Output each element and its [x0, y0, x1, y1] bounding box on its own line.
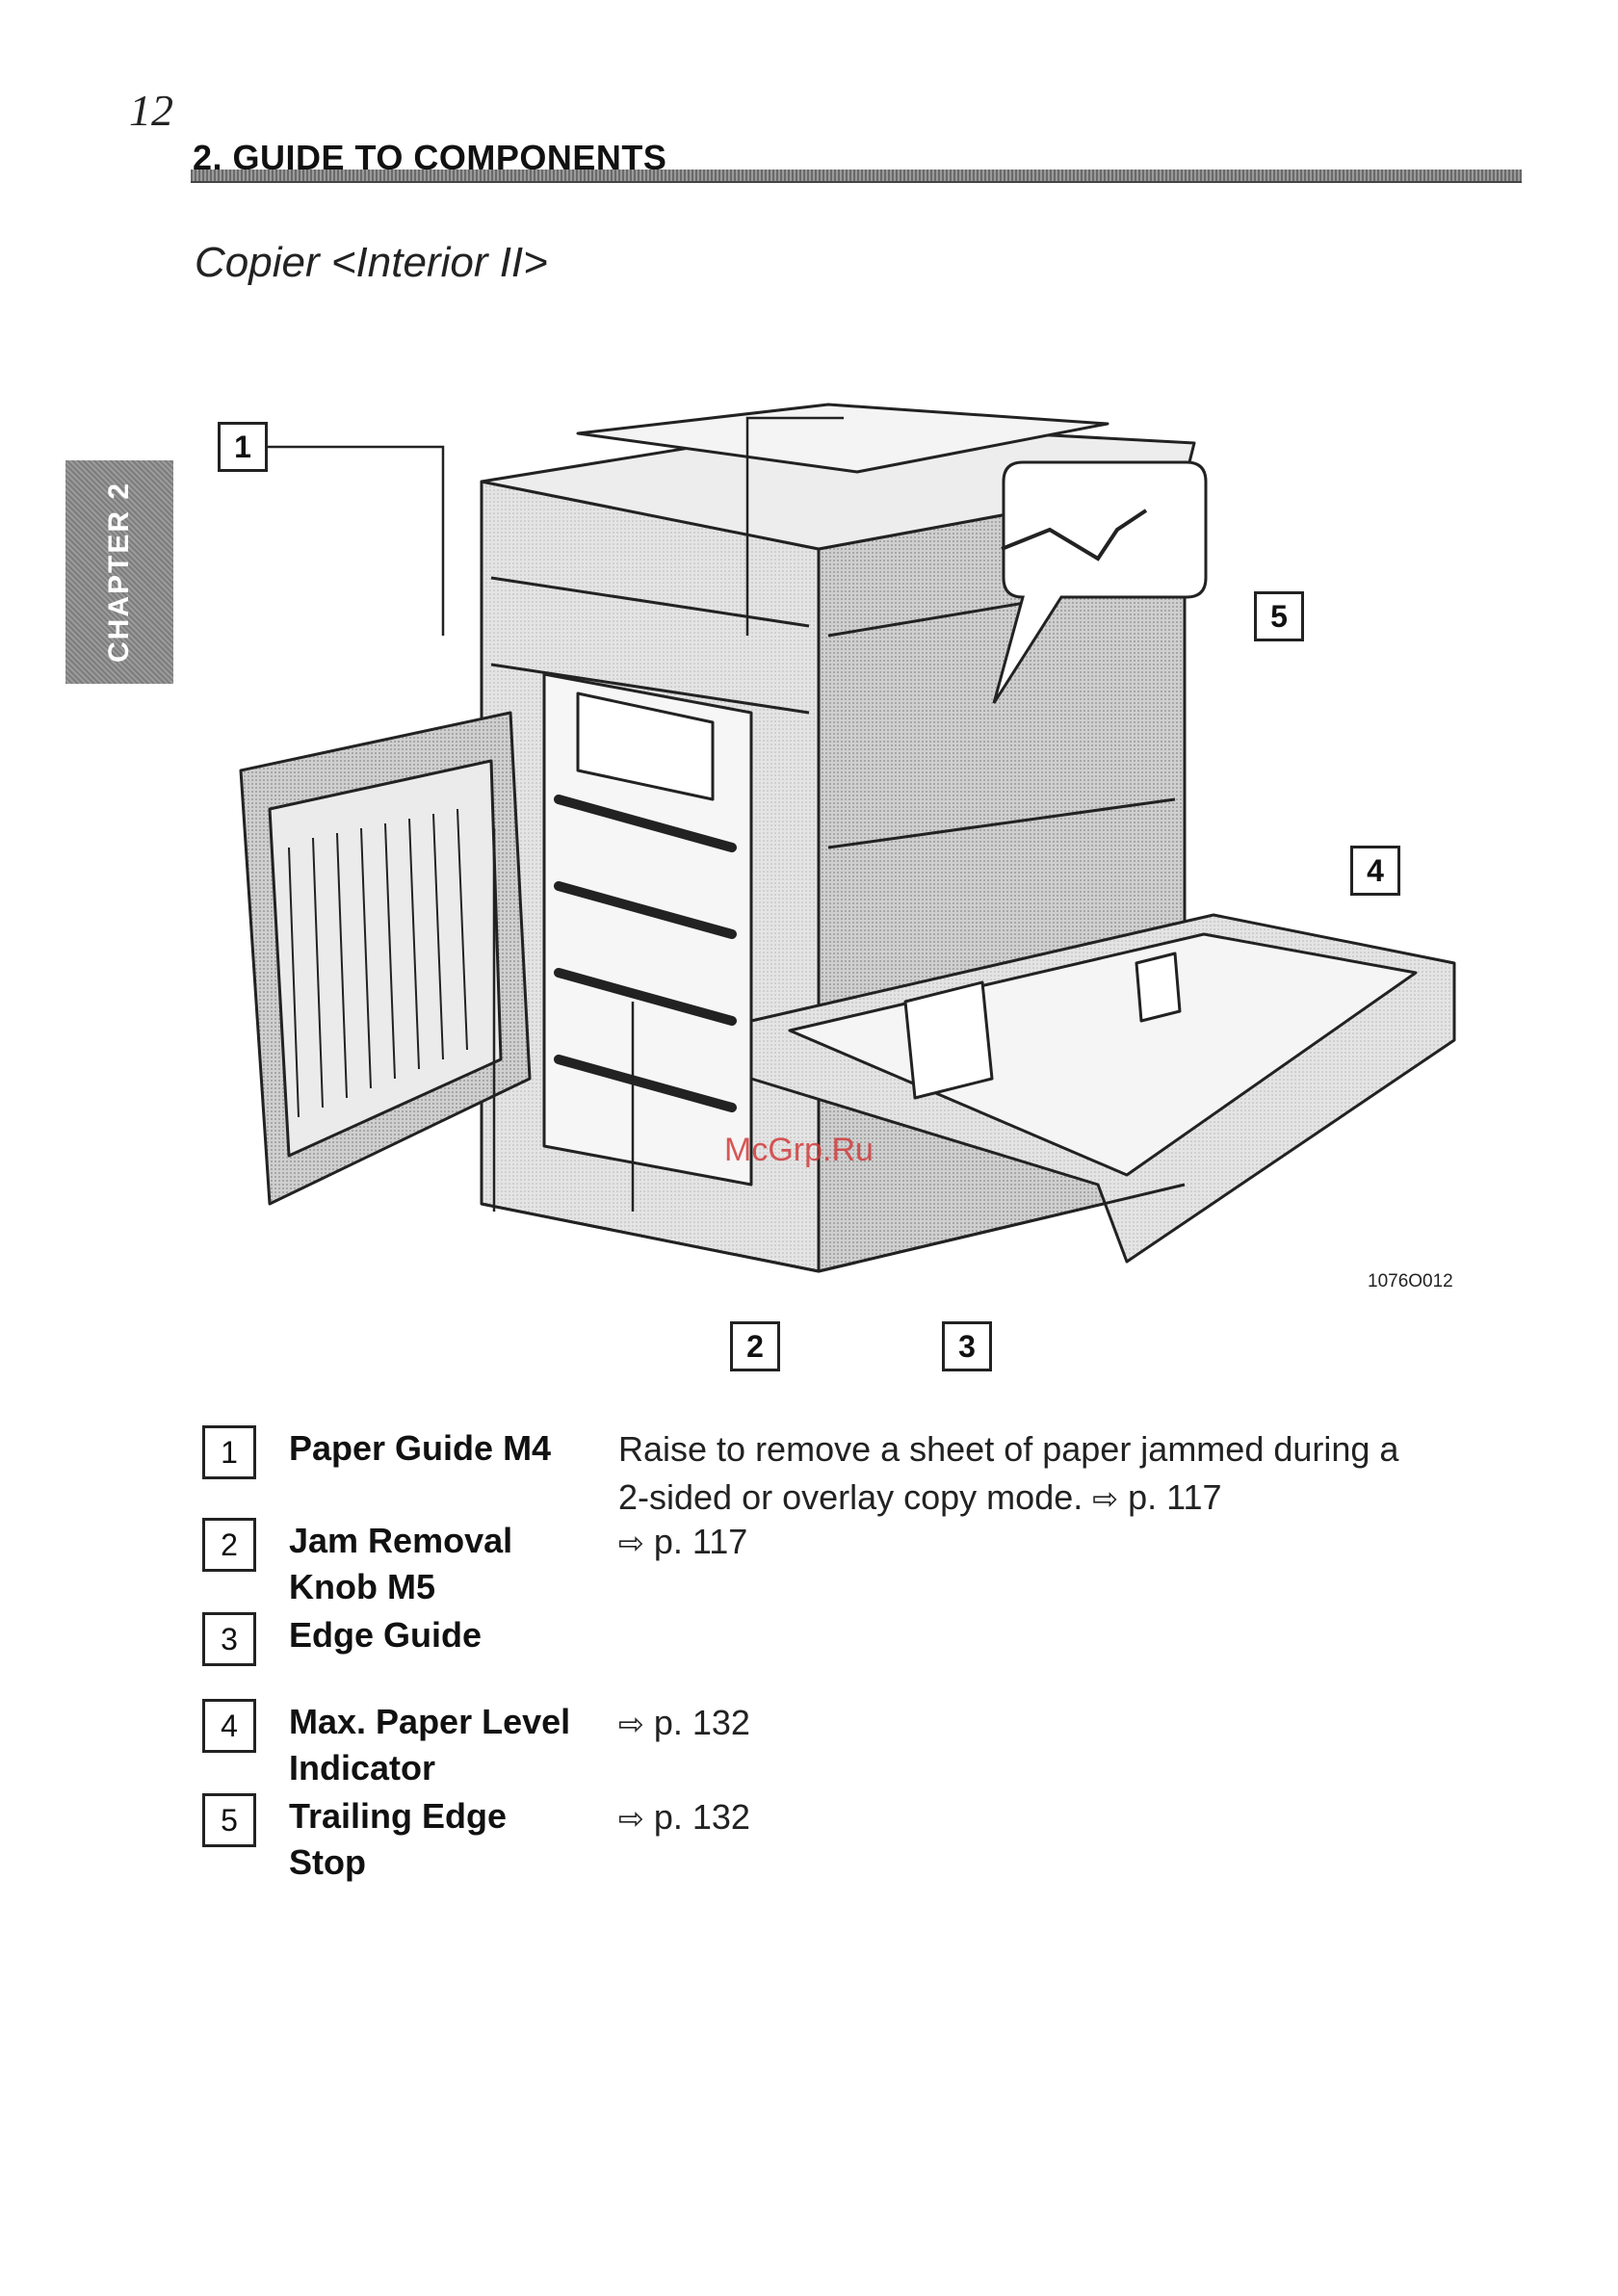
page-reference[interactable]: p. 117 [653, 1522, 748, 1561]
figure-callout-1: 1 [218, 422, 268, 472]
page-reference[interactable]: p. 117 [1128, 1477, 1222, 1517]
legend-name-line: Edge Guide [289, 1615, 483, 1655]
figure-callout-2: 2 [730, 1321, 780, 1371]
section-rule [191, 170, 1522, 183]
page-number: 12 [129, 86, 173, 135]
legend-name: Max. Paper Level Indicator [289, 1699, 597, 1791]
legend-description: ⇨ p. 132 [618, 1699, 1466, 1748]
legend-number: 2 [202, 1518, 256, 1572]
legend-name-line: Stop [289, 1842, 366, 1882]
figure-callout-4: 4 [1350, 846, 1400, 896]
legend-number: 5 [202, 1793, 256, 1847]
legend-desc-text: 2-sided or overlay copy mode. [618, 1477, 1083, 1517]
legend-name: Paper Guide M4 [289, 1425, 597, 1472]
legend-number: 4 [202, 1699, 256, 1753]
interior-opening [542, 672, 753, 1187]
legend-name-line: Indicator [289, 1748, 436, 1787]
legend-desc-line: 2-sided or overlay copy mode. ⇨ p. 117 [618, 1474, 1466, 1523]
legend-name-line: Paper Guide M4 [289, 1428, 552, 1468]
legend-name-line: Jam Removal [289, 1521, 513, 1560]
copier-illustration [239, 403, 1456, 1273]
legend-name-line: Knob M5 [289, 1567, 435, 1606]
legend-description: Raise to remove a sheet of paper jammed … [618, 1425, 1466, 1523]
max-paper-level-mark [1001, 509, 1148, 561]
edge-guide [903, 980, 994, 1100]
inset-balloon [992, 460, 1208, 704]
page-reference[interactable]: p. 132 [653, 1703, 750, 1742]
legend-name: Trailing Edge Stop [289, 1793, 597, 1886]
page-subtitle: Copier <Interior II> [195, 239, 548, 286]
legend-number: 1 [202, 1425, 256, 1479]
figure-callout-3: 3 [942, 1321, 992, 1371]
legend-description: ⇨ p. 117 [618, 1518, 1466, 1567]
paper-guide [576, 691, 715, 801]
figure-code: 1076O012 [1368, 1271, 1453, 1292]
legend-number: 3 [202, 1612, 256, 1666]
legend-description: ⇨ p. 132 [618, 1793, 1466, 1842]
watermark: McGrp.Ru [724, 1132, 874, 1168]
legend-name: Edge Guide [289, 1612, 597, 1658]
chapter-tab-label: CHAPTER 2 [103, 481, 135, 664]
legend-name-line: Max. Paper Level [289, 1702, 571, 1741]
page-ref-arrow-icon: ⇨ [618, 1707, 644, 1741]
legend-name: Jam Removal Knob M5 [289, 1518, 597, 1610]
trailing-edge-stop [1135, 952, 1182, 1023]
page-reference[interactable]: p. 132 [653, 1797, 750, 1837]
legend-name-line: Trailing Edge [289, 1796, 508, 1836]
legend-desc-line: Raise to remove a sheet of paper jammed … [618, 1429, 1399, 1469]
figure-callout-5: 5 [1254, 591, 1304, 641]
leader-line-5 [745, 416, 844, 636]
page-ref-arrow-icon: ⇨ [618, 1801, 644, 1836]
leader-line-1 [243, 445, 445, 636]
page-ref-arrow-icon: ⇨ [618, 1526, 644, 1560]
page-ref-arrow-icon: ⇨ [1092, 1481, 1119, 1516]
chapter-tab: CHAPTER 2 [65, 460, 173, 684]
